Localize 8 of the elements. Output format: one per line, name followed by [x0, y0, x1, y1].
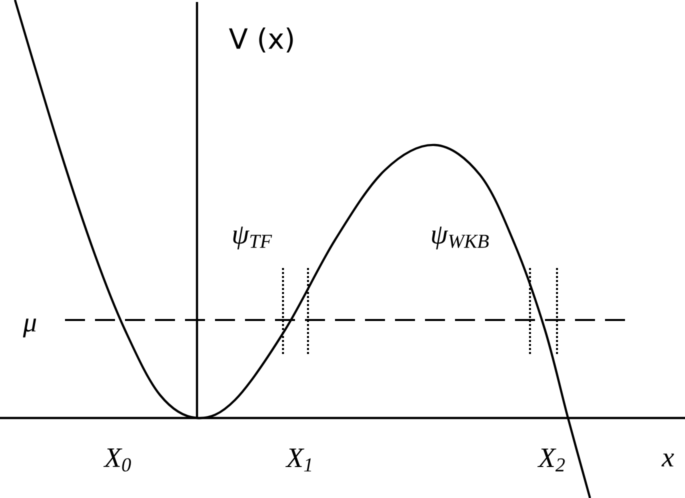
axis-label: V (x)	[228, 28, 293, 52]
axis-label: X$_{2}$	[537, 448, 565, 472]
axis-label: X$_{0}$	[103, 448, 131, 472]
axis-label: ψ$_{WKB}$	[432, 226, 489, 250]
axis-label: ψ$_{TF}$	[233, 226, 272, 250]
axis-label: μ	[22, 318, 36, 338]
axis-label: X$_{1}$	[285, 448, 312, 472]
axis-label: x	[661, 454, 674, 466]
